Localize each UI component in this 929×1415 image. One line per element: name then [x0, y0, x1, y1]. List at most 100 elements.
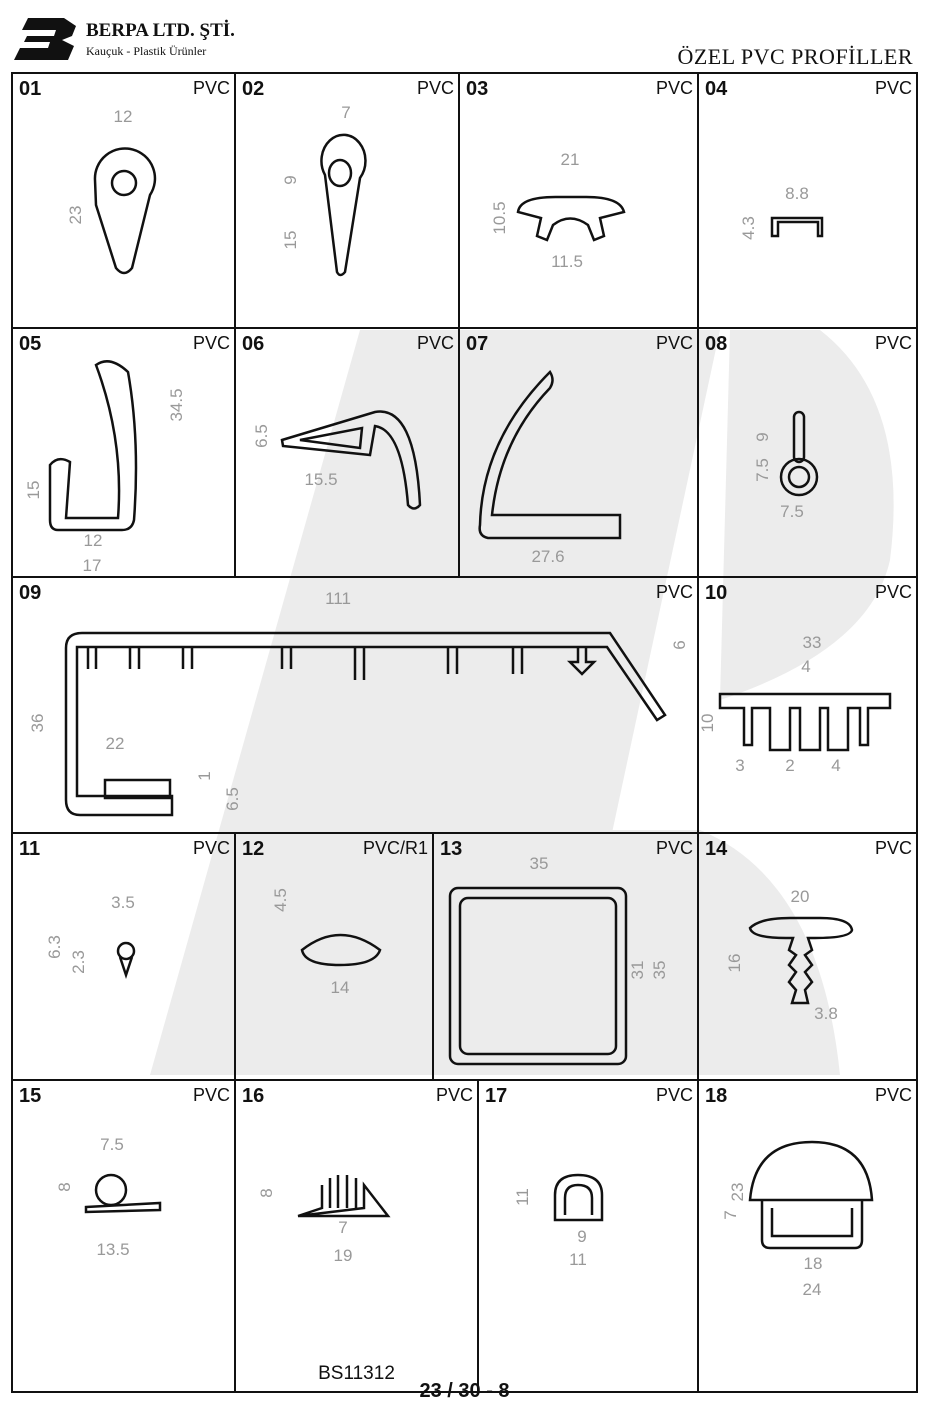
profile-11-drawing	[116, 941, 136, 979]
profile-material: PVC	[874, 582, 912, 602]
dimension-label: 14	[330, 978, 350, 997]
dimension-label: 27.6	[531, 547, 565, 566]
profile-number: 17	[485, 1085, 508, 1107]
dimension-label: 19	[333, 1246, 353, 1265]
dimension-label: 4	[831, 756, 841, 775]
dimension-label: 35	[650, 960, 669, 980]
dimension-label: 8.8	[785, 184, 809, 203]
dimension-label: 10.5	[490, 201, 509, 235]
profile-07-drawing	[478, 370, 622, 540]
profile-number: 07	[466, 333, 489, 355]
dimension-label: 3.5	[111, 893, 135, 912]
dimension-label: 35	[529, 854, 549, 873]
profile-material: PVC	[416, 333, 454, 353]
dimension-label: 21	[560, 150, 580, 169]
dimension-label: 16	[725, 953, 744, 973]
profile-material: PVC	[192, 1085, 230, 1105]
dimension-label: 3.8	[814, 1004, 838, 1023]
profile-06-drawing	[280, 410, 422, 510]
dimension-label: 11.5	[551, 252, 583, 271]
profile-number: 18	[705, 1085, 728, 1107]
profile-number: 09	[19, 582, 42, 604]
profile-01-drawing	[93, 147, 157, 275]
profile-number: 10	[705, 582, 728, 604]
dimension-label: 6	[670, 640, 689, 650]
dimension-label: 24	[802, 1280, 822, 1299]
page-number: 23 / 30 - 8	[419, 1380, 510, 1402]
profile-material: PVC	[435, 1085, 473, 1105]
company-logo	[14, 18, 76, 60]
profile-number: 12	[242, 838, 265, 860]
profile-material: PVC	[416, 78, 454, 98]
dimension-label: 6.5	[252, 424, 271, 448]
dimension-label: 23	[728, 1182, 747, 1202]
dimension-label: 13.5	[96, 1240, 130, 1259]
dimension-label: 12	[83, 531, 103, 550]
dimension-label: 7.5	[100, 1135, 124, 1154]
dimension-label: 15.5	[304, 470, 338, 489]
profile-material: PVC	[874, 838, 912, 858]
profile-10-drawing	[718, 692, 892, 752]
dimension-label: 11	[513, 1188, 532, 1206]
profile-number: 14	[705, 838, 728, 860]
profile-number: 16	[242, 1085, 265, 1107]
profile-material: PVC	[874, 333, 912, 353]
profile-material: PVC	[192, 838, 230, 858]
dimension-label: 18	[803, 1254, 823, 1273]
dimension-label: 23	[66, 205, 85, 225]
profile-number: 15	[19, 1085, 42, 1107]
profile-number: 04	[705, 78, 728, 100]
dimension-label: 7	[341, 103, 351, 122]
dimension-label: 34.5	[167, 388, 186, 422]
dimension-label: 8	[257, 1188, 276, 1198]
profile-14-drawing	[748, 916, 854, 1005]
profile-08-drawing	[779, 410, 819, 497]
company-name: BERPA LTD. ŞTİ.	[86, 20, 235, 41]
dimension-label: 9	[281, 175, 300, 185]
dimension-label: 10	[698, 713, 717, 733]
dimension-label: 4.5	[271, 888, 290, 912]
dimension-label: 12	[113, 107, 133, 126]
dimension-label: 7	[338, 1218, 348, 1237]
dimension-label: 7	[721, 1210, 740, 1220]
dimension-label: 111	[325, 589, 351, 608]
dimension-label: 9	[577, 1227, 587, 1246]
dimension-label: 15	[24, 480, 43, 500]
profile-number: 08	[705, 333, 728, 355]
profile-09-drawing	[64, 631, 667, 817]
profile-material: PVC	[192, 78, 230, 98]
page-title: ÖZEL PVC PROFİLLER	[677, 44, 913, 69]
dimension-label: 20	[790, 887, 810, 906]
profile-04-drawing	[770, 216, 824, 238]
profile-number: 13	[440, 838, 463, 860]
dimension-label: 3	[735, 756, 745, 775]
profile-13-drawing	[448, 886, 628, 1066]
dimension-label: 4	[801, 657, 811, 676]
dimension-label: 33	[802, 633, 822, 652]
profile-15-drawing	[84, 1173, 162, 1214]
profile-material: PVC	[874, 1085, 912, 1105]
profile-02-drawing	[320, 133, 367, 277]
profile-number: 05	[19, 333, 42, 355]
profile-material: PVC	[655, 582, 693, 602]
profile-material: PVC	[655, 838, 693, 858]
dimension-label: 2	[785, 756, 795, 775]
profile-material: PVC	[655, 1085, 693, 1105]
dimension-label: 7.5	[753, 458, 772, 482]
dimension-label: 6.3	[45, 935, 64, 959]
profile-material: PVC	[874, 78, 912, 98]
dimension-label: 17	[82, 556, 102, 575]
profile-05-drawing	[48, 360, 138, 532]
dimension-label: 15	[281, 230, 300, 250]
product-code: BS11312	[318, 1363, 395, 1384]
dimension-label: 1	[195, 771, 214, 781]
profile-material: PVC/R1	[362, 838, 428, 858]
profile-material: PVC	[655, 78, 693, 98]
dimension-label: 31	[628, 960, 647, 980]
dimension-label: 4.3	[739, 216, 758, 240]
profile-number: 03	[466, 78, 489, 100]
dimension-label: 8	[55, 1182, 74, 1192]
dimension-label: 36	[28, 713, 47, 733]
